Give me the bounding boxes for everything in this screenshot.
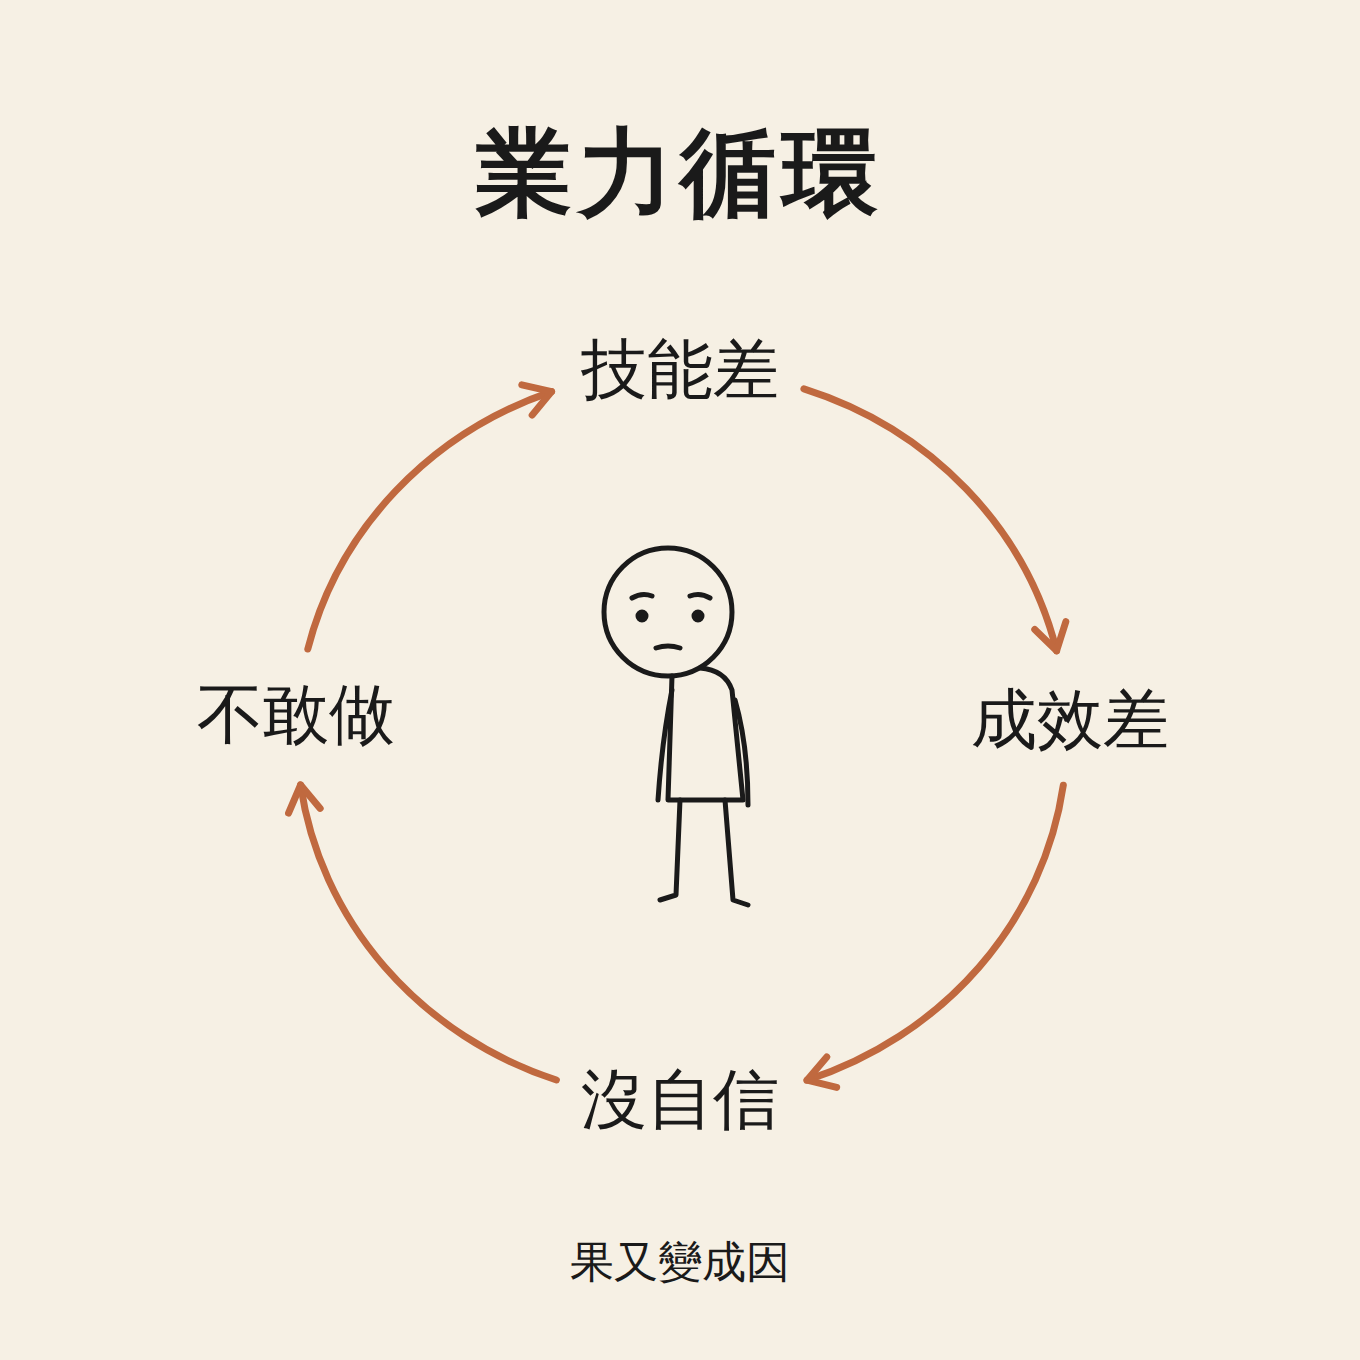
cycle-step: 不敢做 [187,664,405,766]
step-text: 成效差 [971,675,1169,765]
step-text: 不敢做 [197,670,395,760]
cycle-arrow [807,785,1063,1080]
diagram-caption: 果又變成因 [570,1233,790,1292]
cycle-step: 技能差 [571,319,789,421]
diagram-title: 業力循環 [476,110,884,240]
cycle-arrow [301,785,557,1080]
cycle-arrow [308,392,552,649]
cycle-step: 沒自信 [571,1049,789,1151]
cycle-arrow [804,389,1057,651]
cycle-step: 成效差 [961,669,1179,771]
step-text: 技能差 [581,325,779,415]
step-text: 沒自信 [581,1055,779,1145]
